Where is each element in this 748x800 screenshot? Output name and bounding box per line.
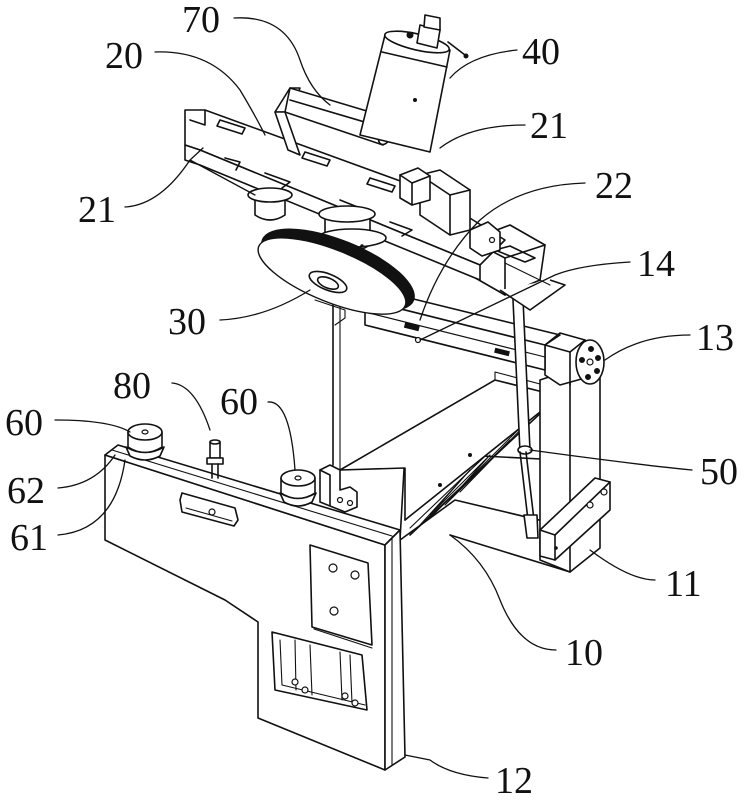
label-21-right: 21 [530, 105, 568, 147]
label-50: 50 [700, 451, 738, 493]
right-support-column [539, 349, 611, 573]
label-12: 12 [495, 760, 533, 800]
label-10: 10 [565, 632, 603, 674]
label-20: 20 [105, 35, 143, 77]
label-22: 22 [595, 165, 633, 207]
leader-lines [54, 17, 693, 779]
label-70: 70 [182, 0, 220, 41]
label-60-mid: 60 [220, 381, 258, 423]
top-bracket [319, 464, 358, 513]
adjustable-foot-mid [279, 469, 317, 507]
label-40: 40 [522, 31, 560, 73]
label-62: 62 [7, 470, 45, 512]
front-side-plate [104, 444, 406, 771]
label-30: 30 [168, 301, 206, 343]
label-13: 13 [696, 317, 734, 359]
spindle-motor [359, 14, 469, 153]
base-frame [339, 371, 571, 573]
label-21-left: 21 [78, 189, 116, 231]
label-14: 14 [637, 243, 675, 285]
label-60-left: 60 [5, 402, 43, 444]
adjustable-foot-left [125, 423, 165, 461]
label-80: 80 [113, 365, 151, 407]
polishing-disc [257, 228, 415, 326]
limit-pin [206, 439, 224, 479]
label-61: 61 [10, 517, 48, 559]
rotary-motor [544, 332, 605, 386]
label-11: 11 [665, 563, 702, 605]
hubs [247, 187, 387, 252]
reference-labels: 70 20 40 21 21 22 14 30 13 80 60 60 50 6… [5, 0, 738, 800]
